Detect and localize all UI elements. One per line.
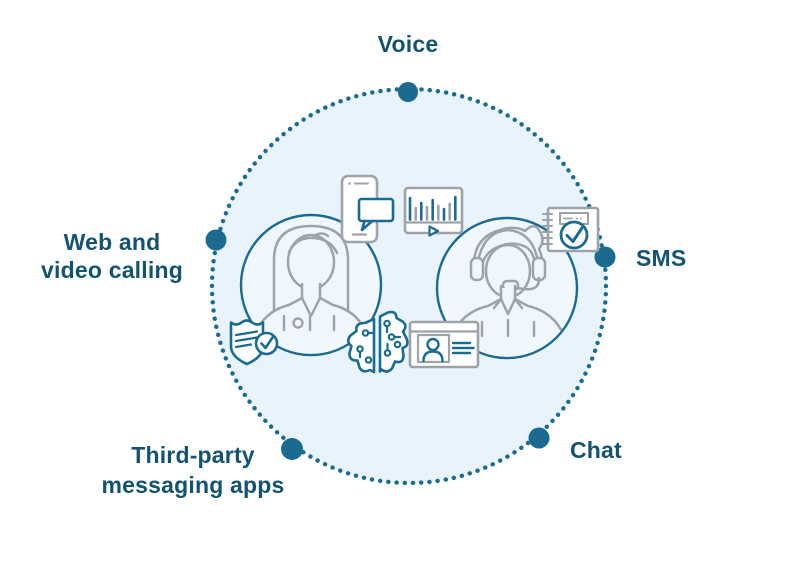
id-card-text-lines bbox=[451, 341, 475, 355]
headset-mic-boom bbox=[516, 276, 541, 291]
play-icon bbox=[428, 225, 440, 237]
ai-circuit-icon bbox=[346, 310, 409, 374]
customer-person-icon bbox=[248, 224, 374, 354]
shield-check-icon bbox=[229, 319, 279, 366]
chat-anchor-dot bbox=[528, 427, 550, 449]
id-card-icon bbox=[408, 320, 480, 369]
headset-earcup-left bbox=[469, 256, 485, 282]
voice-anchor-dot bbox=[398, 82, 418, 102]
circuit-nodes bbox=[356, 319, 402, 364]
channel-label-chat: Chat bbox=[570, 437, 622, 463]
headset-band bbox=[476, 228, 540, 264]
smartphone-chat-icon bbox=[340, 174, 395, 244]
headset-earcup-right bbox=[531, 256, 547, 282]
channel-label-web-video-calling: Web and video calling bbox=[41, 229, 183, 283]
channel-label-voice: Voice bbox=[377, 31, 439, 57]
notebook-check-mark bbox=[565, 226, 584, 243]
shield-check-circle bbox=[254, 331, 279, 356]
channel-label-sms: SMS bbox=[636, 245, 687, 271]
third-party-anchor-dot bbox=[281, 438, 303, 460]
agent-headset-person-icon bbox=[444, 225, 572, 357]
checklist-notebook-icon bbox=[542, 206, 600, 253]
shield-check-mark bbox=[260, 336, 274, 350]
spiral-rings bbox=[542, 213, 553, 245]
bar-chart-bars bbox=[408, 195, 457, 221]
channel-anchor-dots bbox=[205, 82, 616, 460]
id-card-person-shoulders bbox=[422, 350, 444, 363]
video-analytics-icon bbox=[403, 186, 464, 237]
sms-anchor-dot bbox=[594, 246, 616, 268]
web-video-anchor-dot bbox=[205, 229, 227, 251]
dotted-channel-ring bbox=[209, 86, 609, 486]
id-card-person-head bbox=[426, 337, 440, 352]
channel-label-third-party-messaging: Third-party messaging apps bbox=[101, 442, 285, 498]
chat-bubble bbox=[357, 197, 395, 223]
notebook-check-circle bbox=[559, 220, 589, 250]
